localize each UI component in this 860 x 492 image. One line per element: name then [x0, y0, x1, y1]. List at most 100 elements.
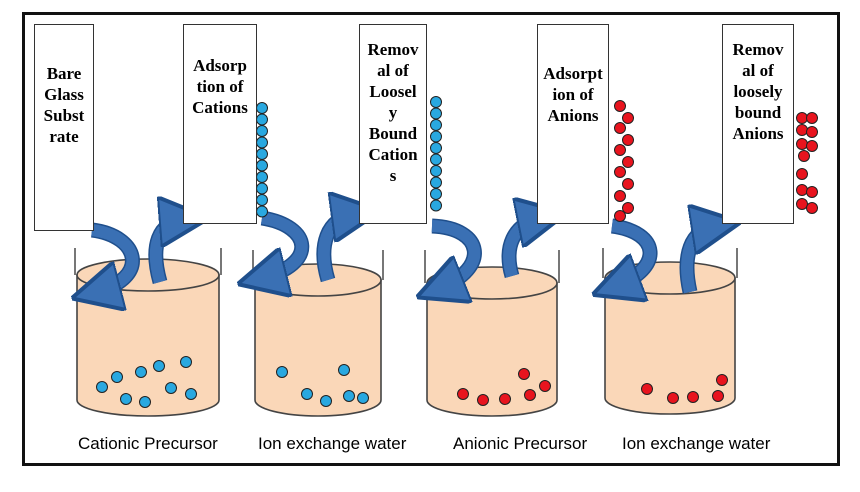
arrow-body — [432, 220, 481, 288]
solution-cation — [185, 388, 197, 400]
adsorbed-anion — [622, 112, 634, 124]
solution-anion — [539, 380, 551, 392]
solution-cation — [111, 371, 123, 383]
adsorbed-anion — [806, 202, 818, 214]
process-arrow-3 — [262, 210, 310, 278]
adsorbed-cation — [430, 188, 442, 200]
adsorbed-anion — [796, 168, 808, 180]
beaker-caption-cationic-precursor: Cationic Precursor — [78, 434, 218, 453]
solution-cation — [357, 392, 369, 404]
arrow-body — [92, 224, 139, 292]
adsorbed-anion — [806, 112, 818, 124]
adsorbed-anion — [796, 198, 808, 210]
slide-adsorption-of-cations: Adsorp tion of Cations — [183, 24, 257, 224]
adsorbed-anion — [806, 140, 818, 152]
beaker-solution — [254, 279, 382, 417]
adsorbed-anion — [622, 134, 634, 146]
adsorbed-anion — [622, 156, 634, 168]
adsorbed-cation — [430, 199, 442, 212]
process-arrow-2 — [148, 220, 184, 285]
solution-anion — [524, 389, 536, 401]
slide-removal-of-loosely-bound-cations: Remov al of Loosel y Bound Cation s — [359, 24, 427, 224]
solution-cation — [338, 364, 350, 376]
adsorbed-anion — [614, 122, 626, 134]
beaker-solution — [426, 282, 558, 417]
solution-cation — [120, 393, 132, 405]
beaker-3 — [424, 250, 560, 417]
adsorbed-cation — [256, 194, 268, 206]
arrow-body — [317, 214, 356, 282]
adsorbed-anion — [796, 138, 808, 150]
process-arrow-7 — [612, 218, 658, 286]
solution-anion — [687, 391, 699, 403]
solution-cation — [96, 381, 108, 393]
adsorbed-anion — [614, 190, 626, 202]
solution-cation — [180, 356, 192, 368]
beaker-1 — [74, 248, 222, 417]
solution-cation — [139, 396, 151, 408]
solution-cation — [276, 366, 288, 378]
beaker-caption-ion-exchange-water-2: Ion exchange water — [622, 434, 771, 453]
adsorbed-cation — [430, 165, 442, 177]
process-arrow-1 — [92, 222, 140, 292]
adsorbed-cation — [430, 142, 442, 154]
solution-cation — [320, 395, 332, 407]
arrow-body — [681, 226, 716, 294]
adsorbed-anion — [614, 144, 626, 156]
solution-anion — [477, 394, 489, 406]
adsorbed-cation — [256, 182, 268, 195]
solution-cation — [135, 366, 147, 378]
solution-anion — [712, 390, 724, 402]
beaker-caption-anionic-precursor: Anionic Precursor — [453, 434, 588, 453]
adsorbed-cation — [430, 119, 442, 131]
arrow-body — [149, 220, 184, 284]
adsorbed-anion — [622, 178, 634, 190]
adsorbed-anion — [622, 202, 634, 214]
adsorbed-cation — [256, 159, 268, 172]
adsorbed-cation — [256, 125, 268, 137]
adsorbed-anion — [806, 126, 818, 138]
adsorbed-cation — [256, 113, 268, 126]
process-arrow-8 — [679, 226, 716, 294]
adsorbed-anion — [796, 184, 808, 196]
adsorbed-cation — [430, 96, 442, 108]
solution-anion — [641, 383, 653, 395]
adsorbed-cation — [430, 130, 442, 143]
solution-anion — [518, 368, 530, 380]
solution-cation — [301, 388, 313, 400]
process-arrow-4 — [316, 214, 356, 283]
solution-cation — [343, 390, 355, 402]
beaker-4 — [602, 248, 738, 415]
adsorbed-anion — [798, 150, 810, 162]
slide-bare-glass-substrate: Bare Glass Subst rate — [34, 24, 94, 231]
adsorbed-anion — [796, 124, 808, 136]
adsorbed-cation — [430, 153, 442, 166]
arrow-body — [262, 212, 308, 278]
beaker-caption-ion-exchange-water-1: Ion exchange water — [258, 434, 407, 453]
adsorbed-anion — [614, 100, 626, 112]
adsorbed-anion — [796, 112, 808, 124]
solution-anion — [499, 393, 511, 405]
solution-cation — [165, 382, 177, 394]
process-arrow-6 — [501, 218, 542, 279]
beaker-solution — [604, 277, 736, 415]
adsorbed-cation — [256, 205, 268, 218]
adsorbed-cation — [256, 171, 268, 183]
adsorbed-anion — [614, 210, 626, 222]
slide-adsorption-of-anions: Adsorpt ion of Anions — [537, 24, 609, 224]
adsorbed-cation — [430, 176, 442, 189]
adsorbed-cation — [430, 107, 442, 120]
solution-anion — [667, 392, 679, 404]
slide-removal-of-loosely-bound-anions: Remov al of loosely bound Anions — [722, 24, 794, 224]
solution-cation — [153, 360, 165, 372]
adsorbed-cation — [256, 148, 268, 160]
solution-anion — [457, 388, 469, 400]
adsorbed-anion — [806, 186, 818, 198]
process-arrow-5 — [432, 218, 482, 288]
arrow-body — [503, 218, 542, 278]
solution-anion — [716, 374, 728, 386]
adsorbed-anion — [614, 166, 626, 178]
adsorbed-cation — [256, 102, 268, 114]
